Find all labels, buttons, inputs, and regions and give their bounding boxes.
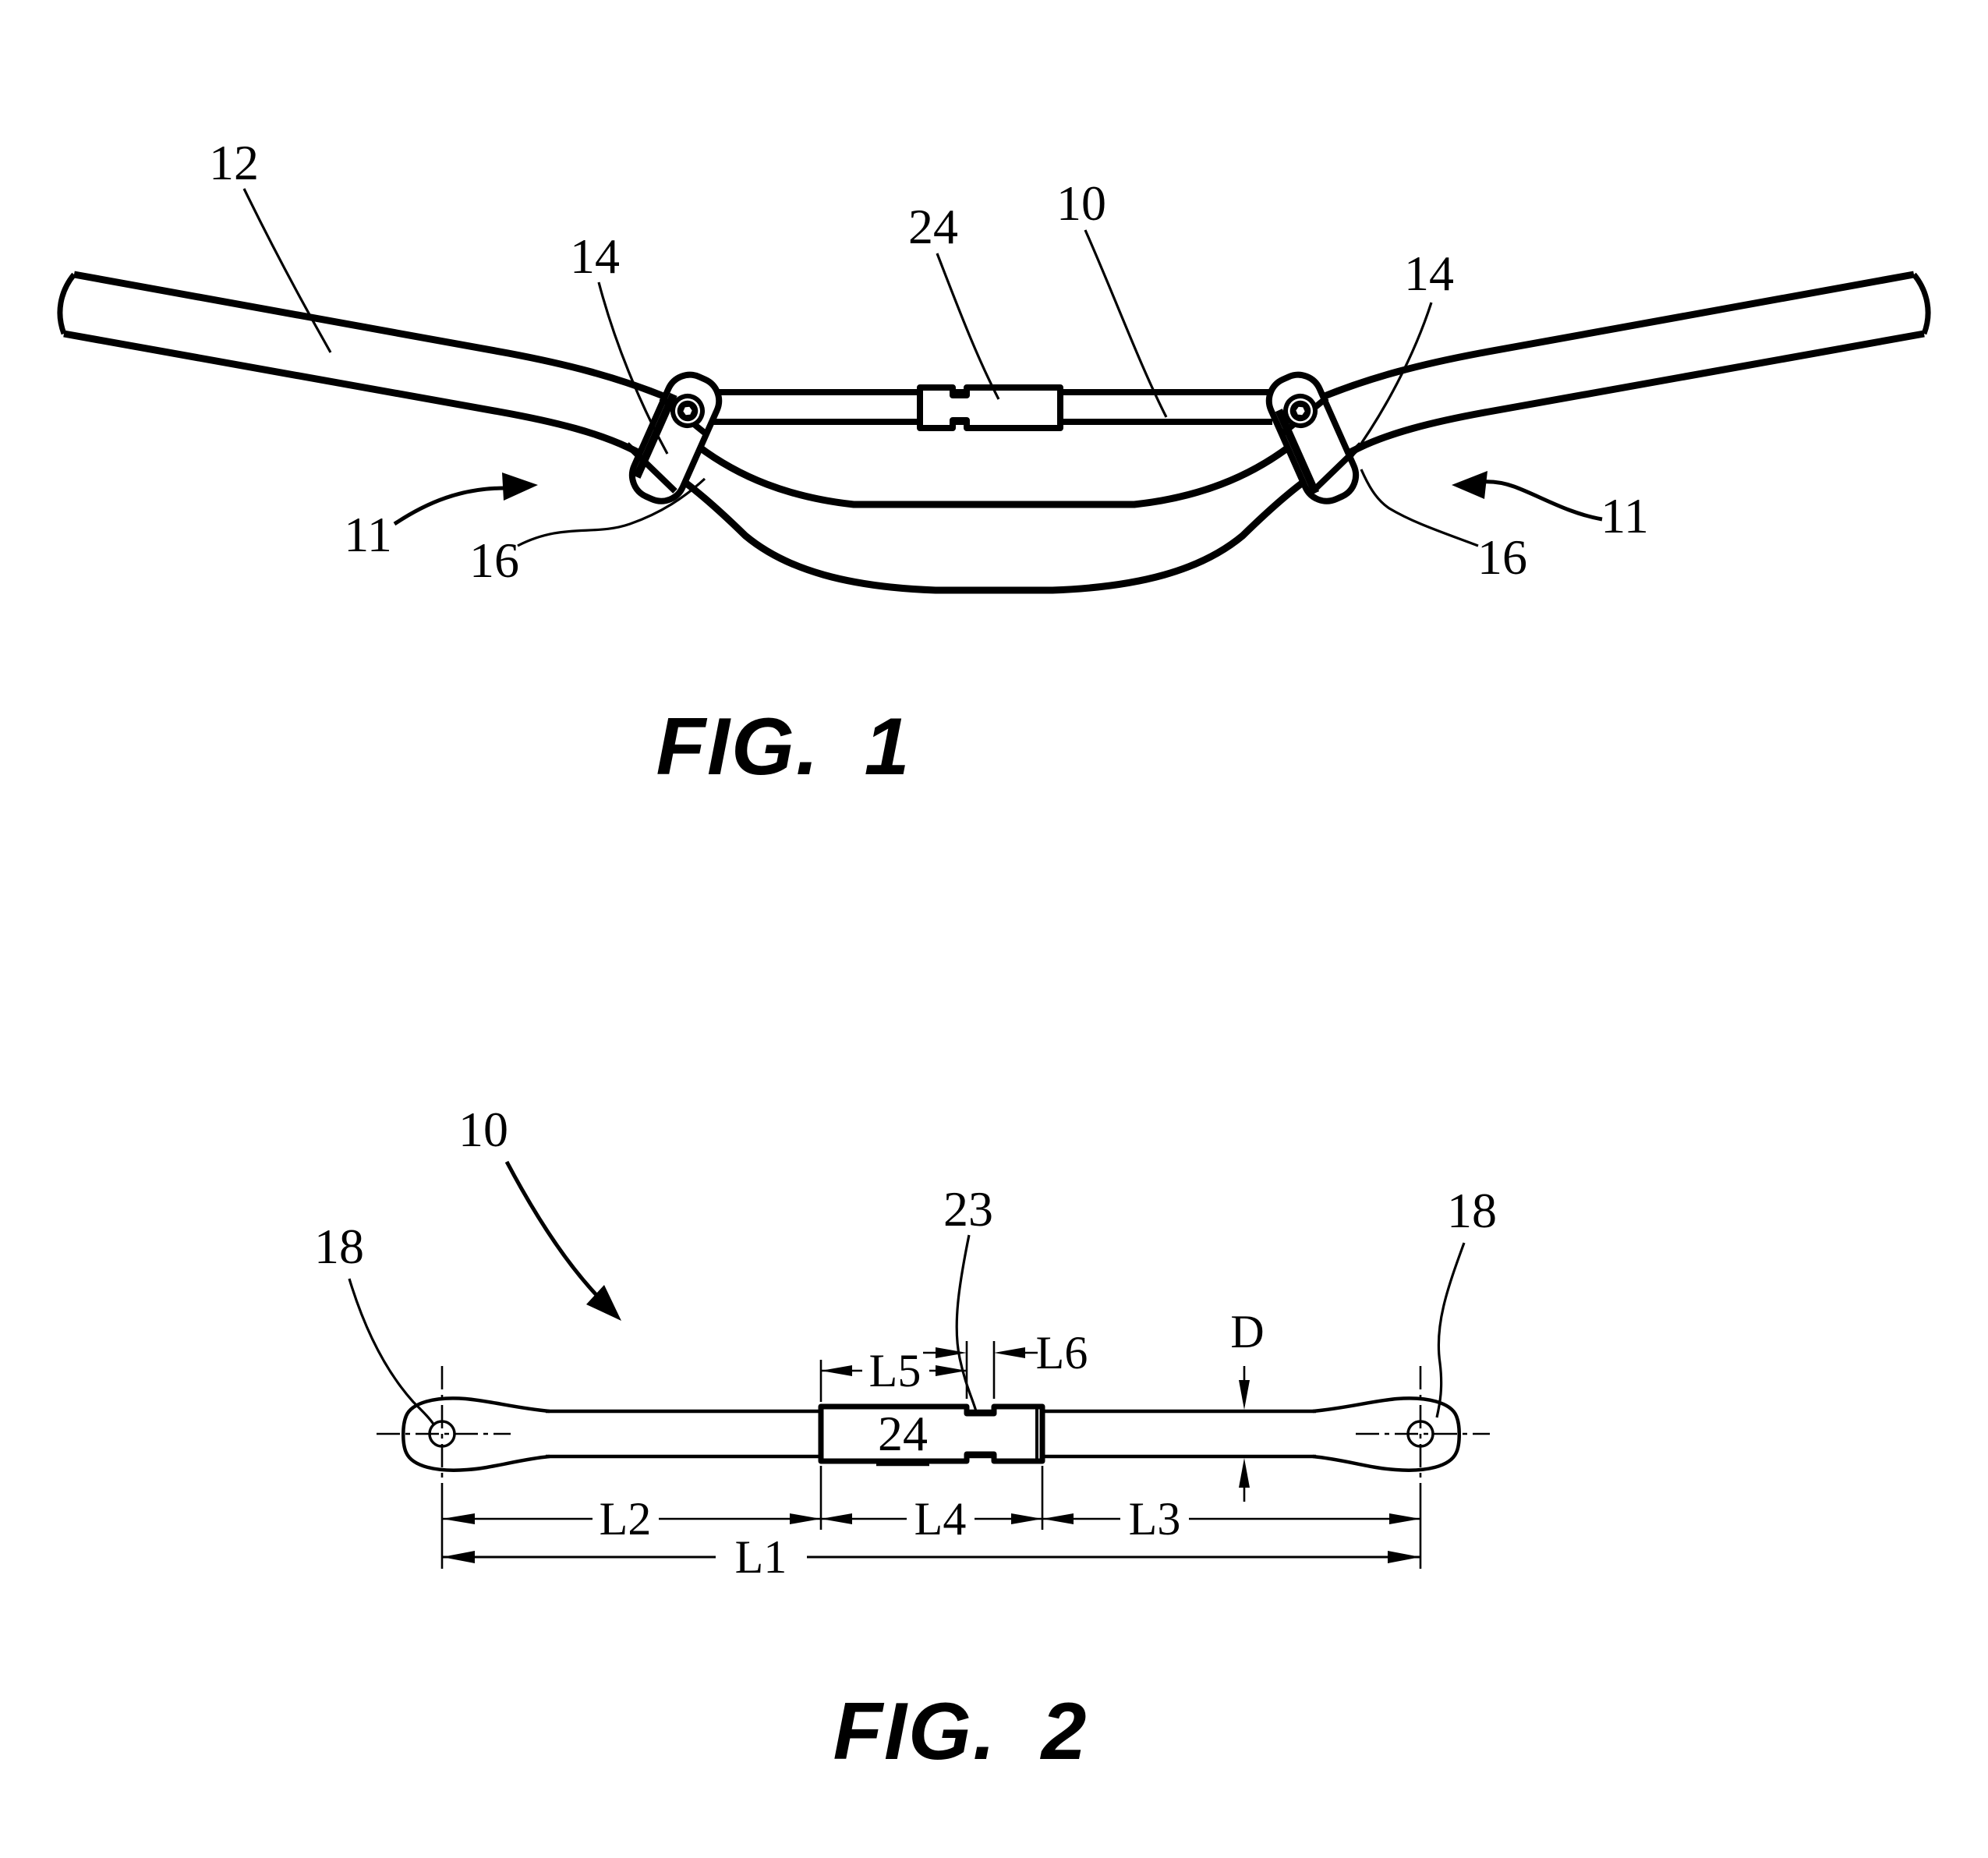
dim-l3-arrow-right [1389,1513,1420,1524]
leader-16-left [517,477,706,547]
end-pad-right [1312,1396,1461,1472]
label-l6: L6 [1036,1327,1088,1378]
label-l3: L3 [1129,1493,1181,1545]
dim-l6-arrow-left [936,1347,967,1358]
handlebar-left-grip-top-edge [73,271,669,402]
label-10-fig2: 10 [458,1102,508,1157]
handlebar-right-end-cap [1912,272,1931,335]
dim-l2-arrow-right [790,1513,821,1524]
dim-l1-arrow-left [442,1551,475,1563]
arrow-11-left-tail [393,486,506,526]
clamp-bolt-right-icon [1283,394,1318,428]
label-l2: L2 [600,1493,652,1545]
dim-l1-arrow-right [1388,1551,1420,1563]
dim-d-arrow-up [1239,1458,1250,1488]
dim-l4-arrow-left [821,1513,852,1524]
bolt-inner-circle [677,400,699,422]
label-10: 10 [1056,175,1106,231]
figure-2: 10 18 23 18 24 D L5 L6 L2 L4 L3 L1 FIG. … [314,1102,1497,1777]
leader-16-right [1360,469,1479,547]
bolt-outer-circle [1283,394,1318,428]
handlebar-dip-top-edge [695,443,1293,508]
end-pad-left [401,1396,550,1472]
dim-l4-arrow-right [1011,1513,1042,1524]
label-l5: L5 [869,1345,921,1396]
leader-24 [936,253,1000,400]
bolt-hex-icon [680,403,695,419]
leader-23 [955,1234,978,1412]
leader-14-right [1350,302,1433,458]
label-14-right: 14 [1404,246,1454,301]
leader-12 [242,188,332,353]
arrow-10-head [586,1285,621,1321]
arrow-11-left-head [502,472,538,501]
leader-10 [1084,229,1168,418]
handlebar-left-end-cap [57,272,76,335]
arrow-10-tail [504,1160,600,1299]
label-l4: L4 [914,1493,967,1545]
label-11-right: 11 [1601,488,1649,543]
sleeve-outline [818,1403,1045,1464]
label-18-right: 18 [1447,1183,1497,1238]
arrow-11-right-head [1452,471,1487,499]
label-16-right: 16 [1477,529,1527,585]
figure-1-caption: FIG. 1 [656,702,911,792]
label-24-fig2: 24 [878,1406,928,1461]
label-11-left: 11 [344,507,392,562]
bolt-hex-icon [1293,403,1308,419]
label-l1: L1 [735,1531,787,1583]
arrow-11-right-tail [1480,480,1603,522]
tube-through-clamp-right-lower [1311,442,1364,494]
leader-18-left [348,1278,436,1426]
dim-d-arrow-down [1239,1380,1250,1410]
label-24: 24 [908,199,958,254]
leader-18-right [1435,1242,1466,1418]
dim-l5-arrow-left [821,1365,852,1376]
bolt-outer-circle [670,394,705,428]
label-12: 12 [209,135,259,190]
label-d: D [1230,1306,1264,1357]
bolt-inner-circle [1289,400,1311,422]
clamp-right-seam [1275,409,1320,495]
dim-l5-arrow-right [936,1365,967,1376]
figure-2-caption: FIG. 2 [833,1686,1088,1777]
dim-l6-arrow-right [994,1347,1025,1358]
figure-1: 12 14 24 10 14 11 16 11 16 FIG. 1 [57,135,1931,792]
tube-through-clamp-left-lower [624,442,677,494]
crossbar-sleeve [917,384,1063,431]
dim-l2-arrow-left [442,1513,475,1524]
dim-l3-arrow-left [1042,1513,1074,1524]
leader-14-left [597,281,669,455]
handlebar-bottom-edge [63,330,1925,594]
label-14-left: 14 [570,228,620,284]
clamp-bolt-left-icon [670,394,705,428]
label-16-left: 16 [469,533,519,588]
label-23: 23 [943,1181,993,1237]
label-18-left: 18 [314,1219,364,1274]
